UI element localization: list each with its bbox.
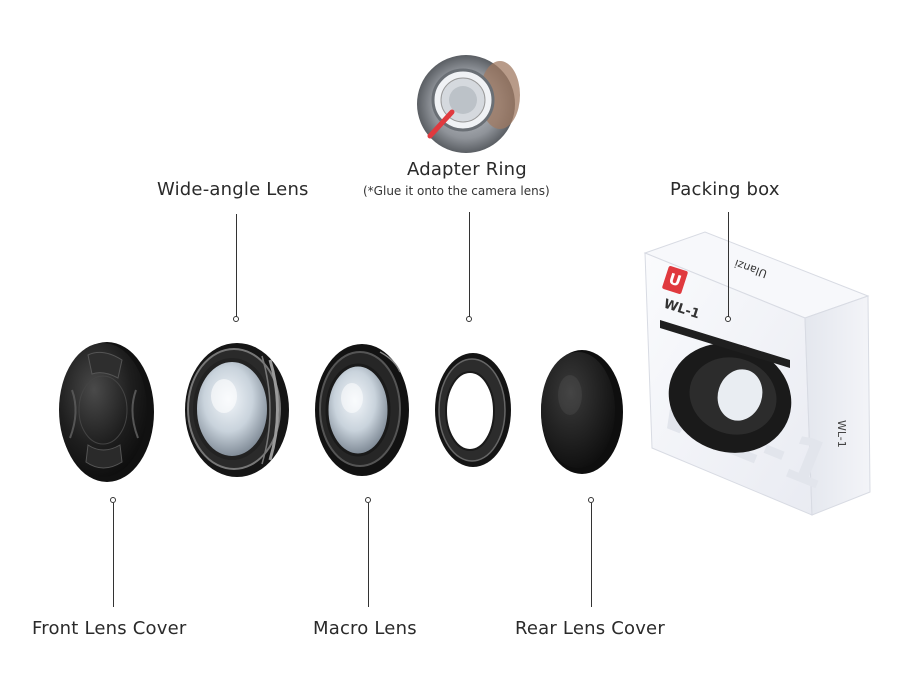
front-cover-connector: [113, 503, 114, 607]
front-lens-cover-label: Front Lens Cover: [32, 618, 187, 639]
adapter-ring-dot: [466, 316, 472, 322]
adapter-ring-connector: [469, 212, 470, 317]
rear-lens-cover-label: Rear Lens Cover: [515, 618, 665, 639]
macro-lens: [315, 344, 409, 476]
packing-box-label: Packing box: [670, 179, 780, 200]
svg-text:WL-1: WL-1: [835, 420, 848, 448]
macro-lens-dot: [365, 497, 371, 503]
macro-lens-connector: [368, 503, 369, 607]
front-lens-cover: [59, 342, 154, 482]
wide-angle-dot: [233, 316, 239, 322]
adapter-ring-note: (*Glue it onto the camera lens): [363, 184, 550, 198]
rear-cover-connector: [591, 503, 592, 607]
wide-angle-lens: [185, 343, 289, 477]
rear-lens-cover: [541, 350, 623, 474]
packing-box-dot: [725, 316, 731, 322]
macro-lens-label: Macro Lens: [313, 618, 417, 639]
wide-angle-connector: [236, 214, 237, 317]
wide-angle-lens-label: Wide-angle Lens: [157, 179, 309, 200]
adapter-ring-label: Adapter Ring: [407, 159, 527, 180]
front-cover-dot: [110, 497, 116, 503]
rear-cover-dot: [588, 497, 594, 503]
packing-box-connector: [728, 212, 729, 317]
adapter-ring: [435, 353, 511, 467]
adapter-ring-photo: [417, 55, 520, 153]
